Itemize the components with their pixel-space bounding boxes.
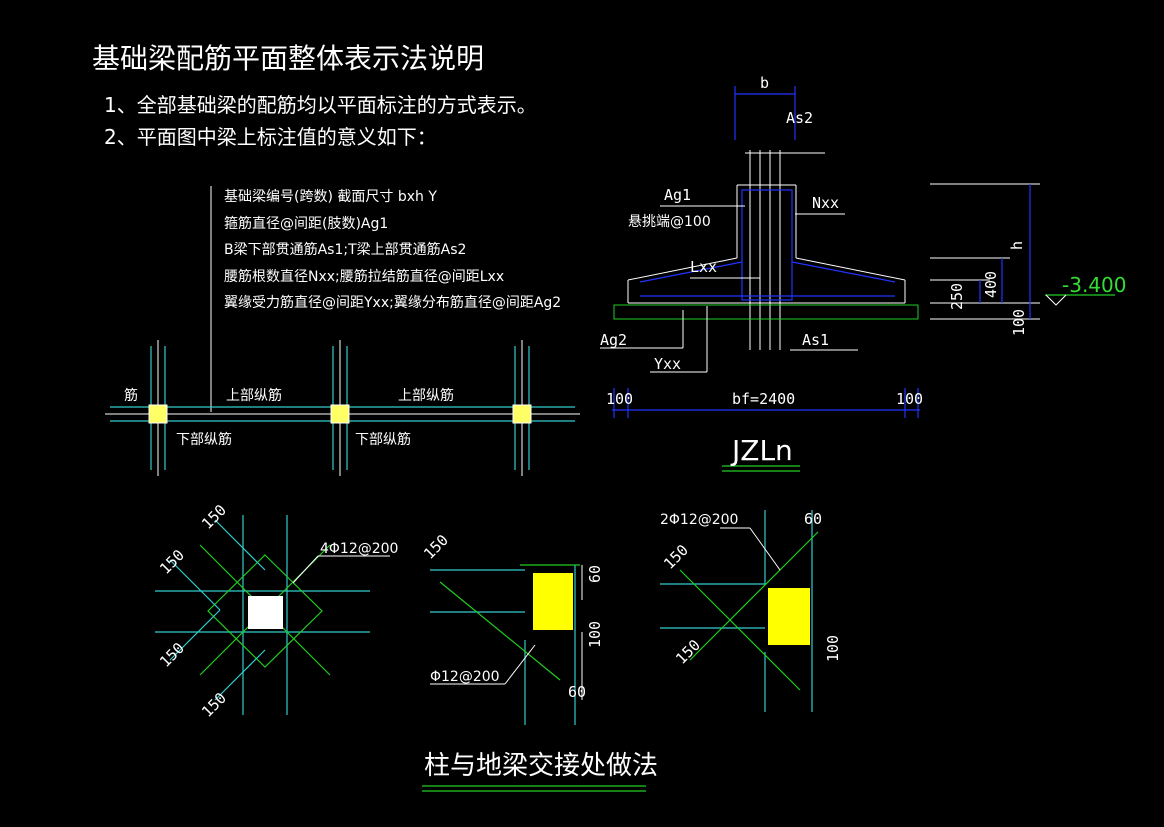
column-white: [248, 596, 283, 629]
section-250-label: 250: [948, 283, 966, 310]
joint-detail-cross: [155, 515, 390, 715]
beam-section: [600, 86, 1115, 472]
plan-bottom-label-2: 下部纵筋: [355, 431, 411, 448]
note-1: 1、全部基础梁的配筋均以平面标注的方式表示。: [104, 93, 537, 117]
section-stirrup-label: 悬挑端@100: [628, 214, 711, 230]
section-400-label: 400: [982, 271, 1000, 298]
joint2-rebar: Φ12@200: [430, 669, 500, 685]
legend-line-4: 腰筋根数直径Nxx;腰筋拉结筋直径@间距Lxx: [224, 268, 504, 285]
joint-detail-t: [660, 510, 819, 712]
elevation-label: -3.400: [1062, 273, 1126, 297]
note-2: 2、平面图中梁上标注值的意义如下：: [104, 125, 437, 149]
section-b-label: b: [760, 74, 769, 92]
joint3-dim-a: 150: [660, 541, 692, 573]
joint2-d60-top: 60: [586, 565, 604, 583]
joint1-dim-a: 150: [198, 501, 230, 533]
plan-top-label-2: 上部纵筋: [398, 387, 454, 404]
joint3-d60: 60: [804, 510, 822, 528]
column-1: [148, 404, 168, 424]
legend-line-3: B梁下部贯通筋As1;T梁上部贯通筋As2: [224, 241, 466, 258]
joint1-rebar: 4Φ12@200: [320, 541, 398, 557]
lean-concrete-pad: [613, 304, 919, 320]
legend-line-5: 翼缘受力筋直径@间距Yxx;翼缘分布筋直径@间距Ag2: [224, 294, 561, 311]
drawing-title: 基础梁配筋平面整体表示法说明: [92, 42, 484, 75]
column-yellow-3: [768, 588, 810, 645]
section-yxx-label: Yxx: [654, 355, 681, 373]
bf-dim-label: bf=2400: [732, 390, 795, 408]
section-h-label: h: [1008, 241, 1026, 250]
legend-line-2: 箍筋直径@间距(肢数)Ag1: [224, 215, 388, 232]
joint2-d100: 100: [586, 621, 604, 648]
joint1-dim-d: 150: [198, 689, 230, 721]
section-lxx-label: Lxx: [690, 258, 717, 276]
joint2-dim-a: 150: [420, 531, 452, 563]
joints-caption: 柱与地梁交接处做法: [424, 751, 658, 781]
beam-plan: [105, 340, 580, 476]
joint3-d100: 100: [824, 635, 842, 662]
joint2-d60-bot: 60: [568, 683, 586, 701]
joint-detail-corner: [430, 564, 583, 725]
section-as1-label: As1: [802, 331, 829, 349]
plan-bottom-label-1: 下部纵筋: [176, 431, 232, 448]
joint3-rebar: 2Φ12@200: [660, 512, 738, 528]
section-ag2-label: Ag2: [600, 331, 627, 349]
section-100v-label: 100: [1010, 309, 1028, 336]
plan-top-label-1: 上部纵筋: [226, 387, 282, 404]
section-ag1-label: Ag1: [664, 186, 691, 204]
joint1-dim-c: 150: [156, 639, 188, 671]
plan-left-label: 筋: [124, 387, 138, 404]
column-yellow-2: [533, 573, 573, 630]
section-name: JZLn: [730, 434, 793, 467]
bf-dim-right: 100: [896, 390, 923, 408]
section-as2-label: As2: [786, 109, 813, 127]
column-3: [512, 404, 532, 424]
legend-line-1: 基础梁编号(跨数) 截面尺寸 bxh Y: [224, 188, 437, 205]
bf-dim-left: 100: [606, 390, 633, 408]
column-2: [330, 404, 350, 424]
joint3-dim-b: 150: [672, 636, 704, 668]
section-nxx-label: Nxx: [812, 194, 839, 212]
